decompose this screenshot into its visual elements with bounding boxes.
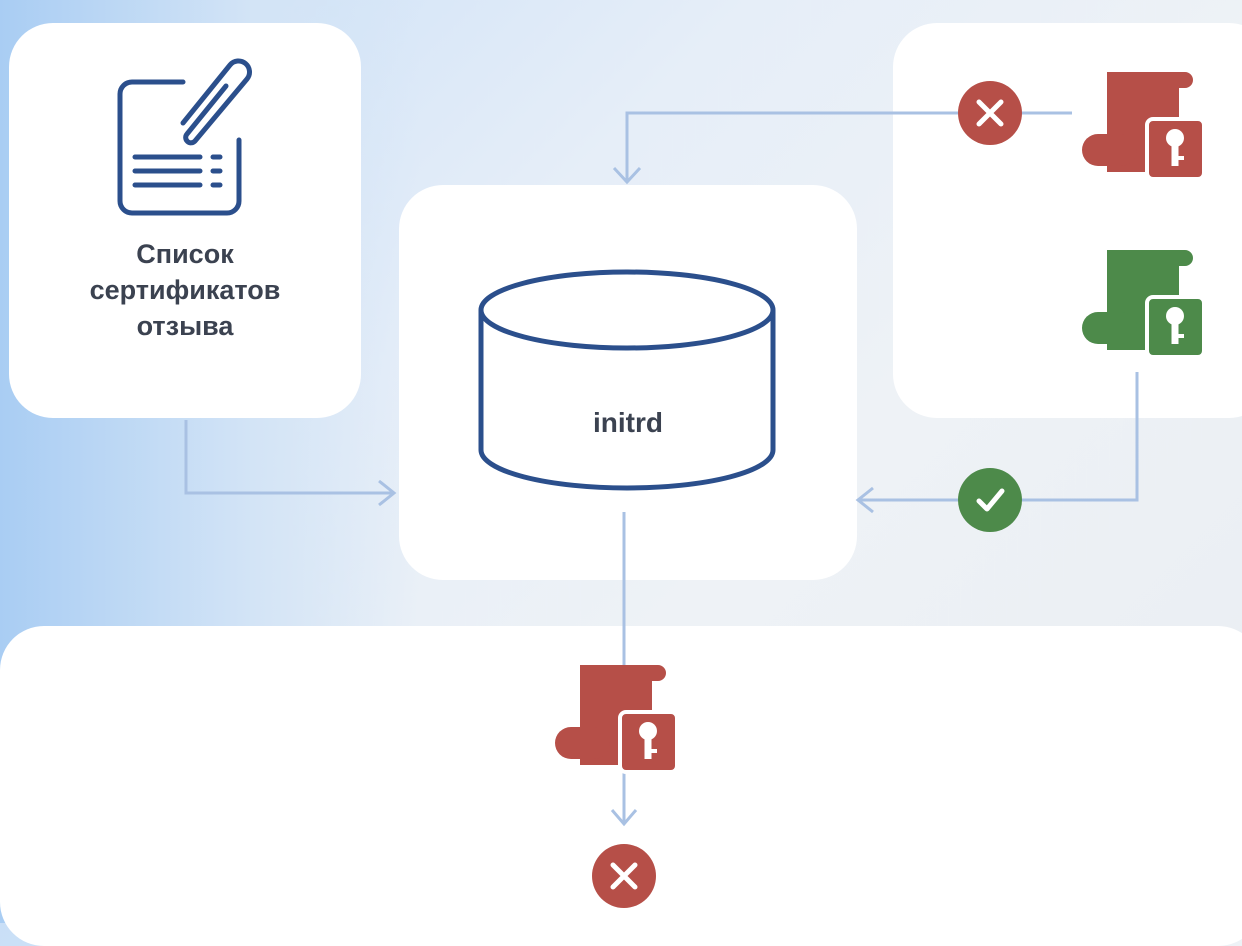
revocation-list-label-line-2: сертификатов (89, 275, 281, 305)
database-cylinder-icon (478, 269, 776, 491)
certificate-key-icon-revoked (1082, 72, 1204, 179)
certificate-key-icon-valid (1082, 250, 1204, 357)
cross-circle-icon-top (958, 81, 1022, 145)
cross-circle-icon-bottom (592, 844, 656, 908)
revocation-list-card (9, 23, 361, 418)
arrowhead-left-initrd (855, 486, 874, 514)
connector-revocation-to-initrd (184, 420, 394, 495)
arrowhead-right-initrd (378, 479, 397, 507)
revocation-list-label-line-1: Список (136, 239, 234, 269)
revocation-list-label: Список сертификатов отзыва (60, 236, 310, 344)
initrd-label: initrd (593, 407, 663, 438)
check-circle-icon (958, 468, 1022, 532)
revocation-list-label-line-3: отзыва (136, 311, 234, 341)
diagram-canvas (117, 58, 1242, 908)
connectors (184, 111, 1139, 827)
connector-valid-to-check (1022, 372, 1139, 502)
arrowhead-down-cross (610, 809, 638, 827)
document-clip-icon (117, 58, 252, 216)
certificate-key-icon-result (555, 665, 677, 772)
arrowhead-down-initrd (612, 166, 642, 185)
connector-revoked-cross-to-initrd (625, 111, 958, 182)
